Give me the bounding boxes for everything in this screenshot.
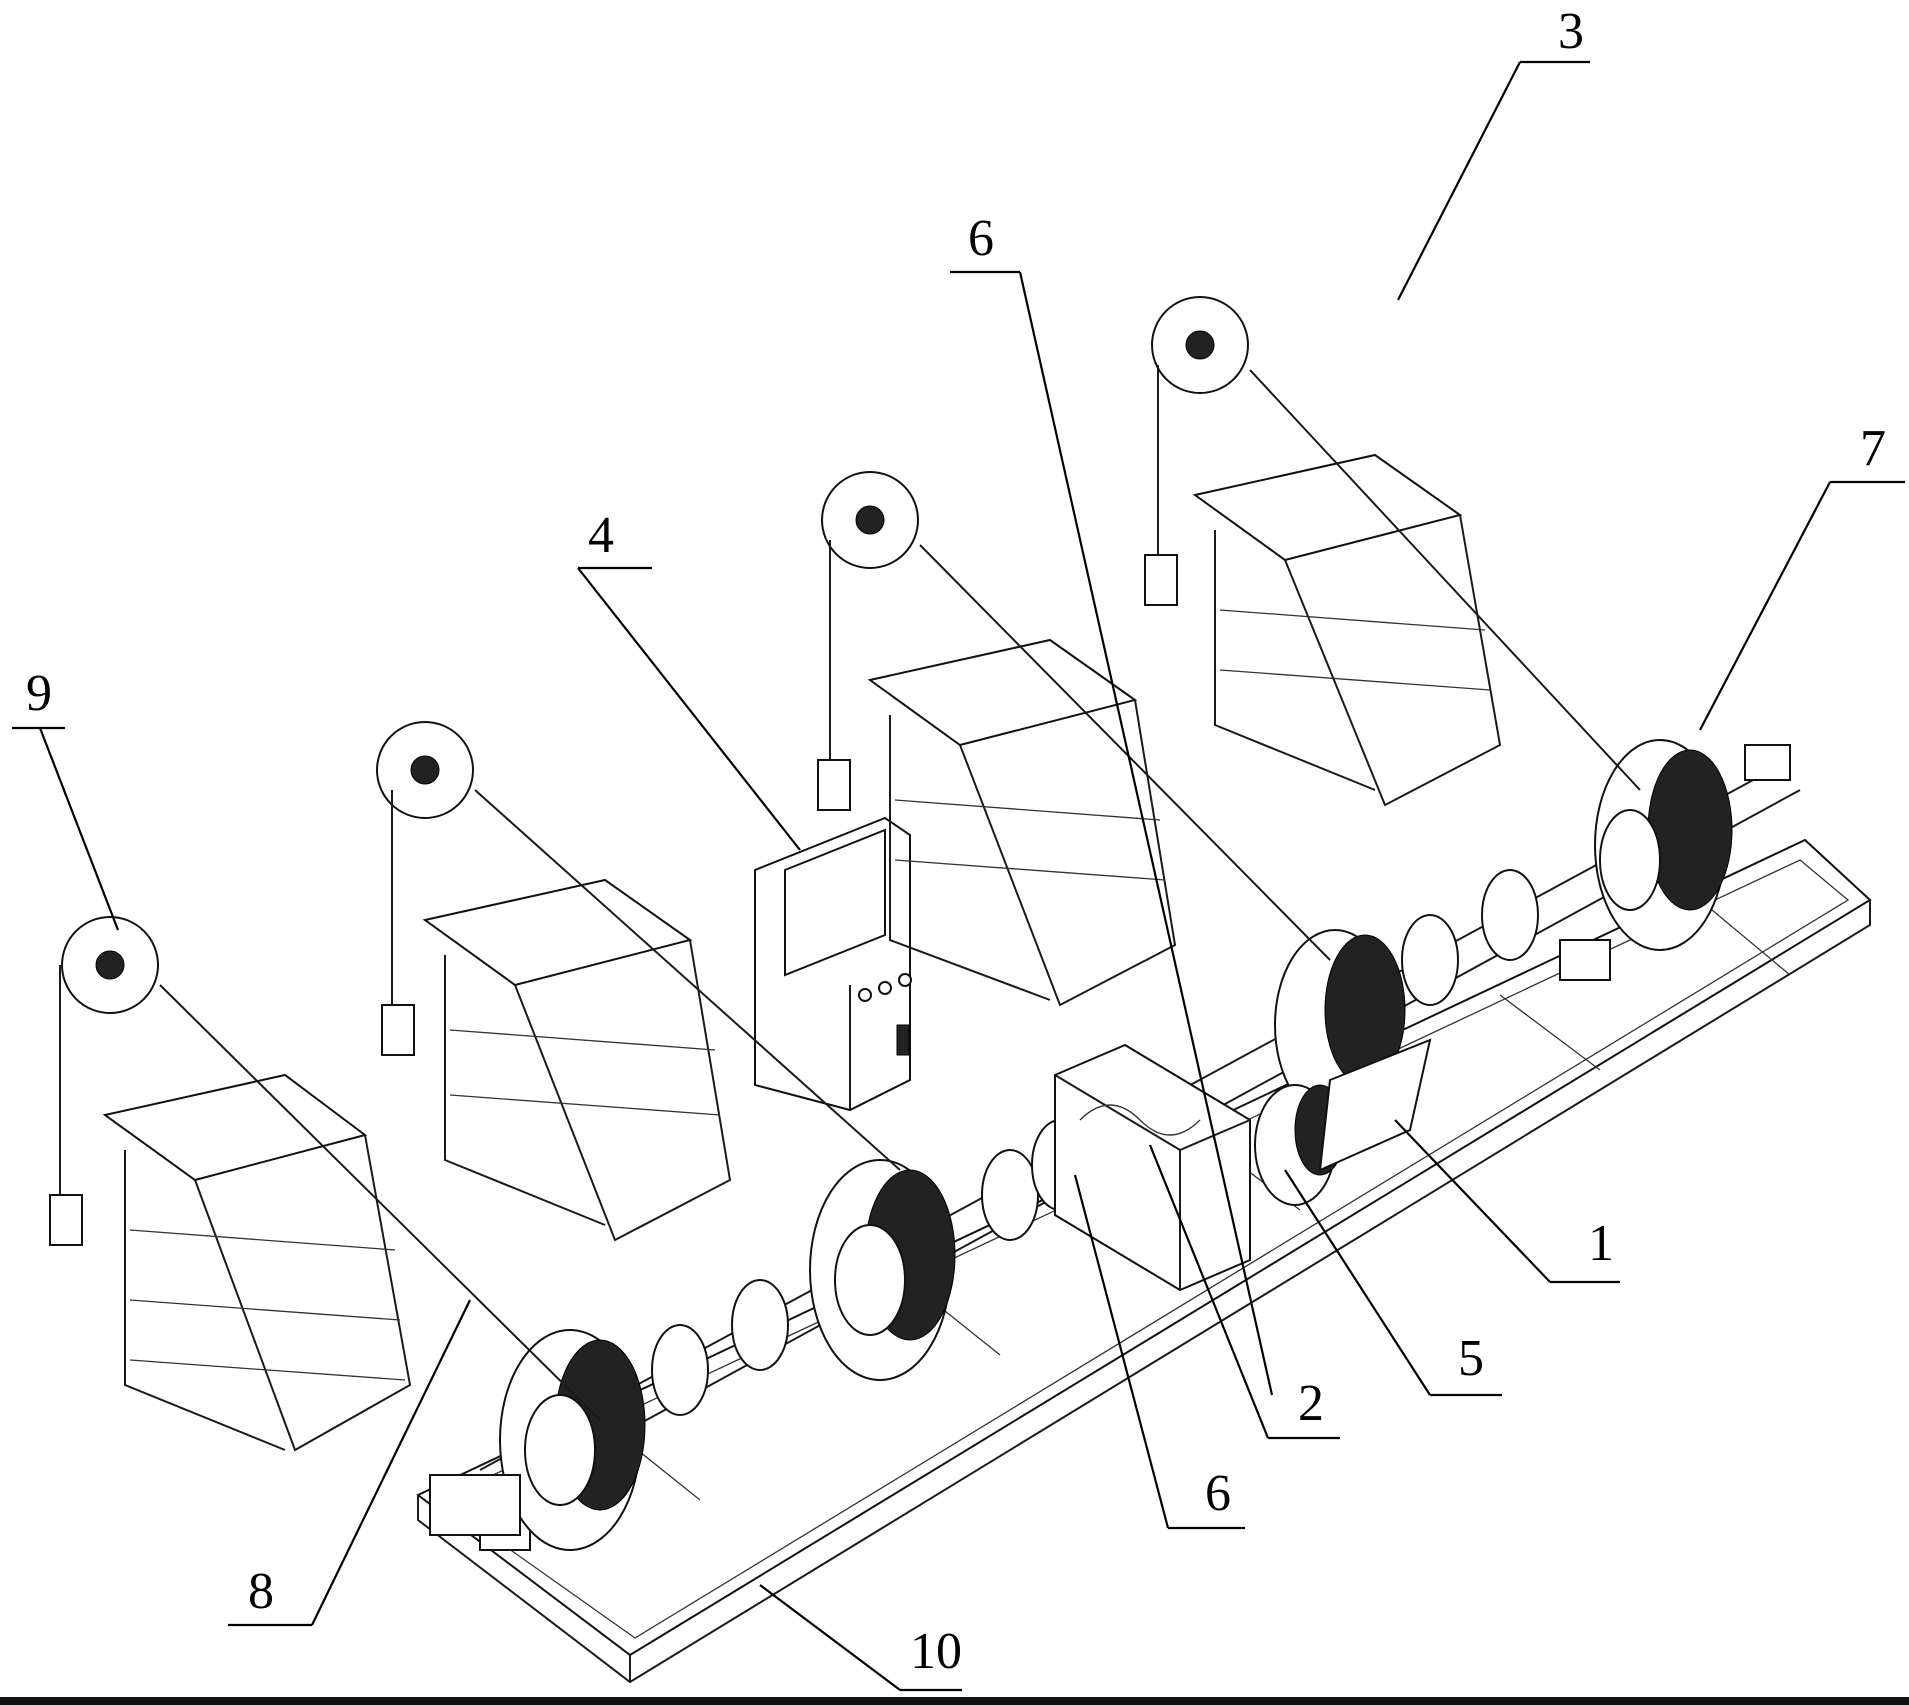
label-6-upper: 6 bbox=[968, 210, 994, 267]
label-3: 3 bbox=[1558, 3, 1584, 60]
label-9: 9 bbox=[26, 665, 52, 722]
label-6-lower: 6 bbox=[1205, 1465, 1231, 1522]
leader-6-lower bbox=[1073, 1174, 1170, 1529]
leader-5 bbox=[1284, 1169, 1431, 1396]
bottom-border bbox=[0, 1697, 1909, 1705]
leader-1 bbox=[1394, 1119, 1551, 1283]
leader-8 bbox=[311, 1299, 471, 1626]
sprocket-rear bbox=[1594, 739, 1791, 951]
label-8: 8 bbox=[248, 1563, 274, 1620]
leader-4 bbox=[577, 567, 801, 851]
control-cabinet bbox=[754, 816, 912, 1112]
leader-10 bbox=[759, 1584, 901, 1691]
hoist-tower-1 bbox=[49, 916, 601, 1452]
leader-2 bbox=[1148, 1144, 1270, 1439]
hoist-tower-4 bbox=[1144, 296, 1641, 807]
motor bbox=[1254, 1038, 1432, 1206]
label-5: 5 bbox=[1458, 1330, 1484, 1387]
leader-7 bbox=[1699, 481, 1831, 731]
gearbox bbox=[1054, 1043, 1251, 1292]
leader-3 bbox=[1397, 61, 1521, 301]
label-1: 1 bbox=[1588, 1215, 1614, 1272]
label-4: 4 bbox=[588, 507, 614, 564]
hoist-tower-3 bbox=[817, 471, 1331, 1007]
label-10: 10 bbox=[910, 1623, 962, 1680]
hoist-tower-2 bbox=[376, 721, 901, 1242]
label-7: 7 bbox=[1860, 420, 1886, 477]
label-2: 2 bbox=[1298, 1375, 1324, 1432]
leader-6-upper bbox=[1018, 271, 1274, 1396]
sprocket-front bbox=[429, 1329, 646, 1551]
sprocket-middle bbox=[809, 1159, 956, 1381]
leader-9 bbox=[38, 727, 120, 931]
